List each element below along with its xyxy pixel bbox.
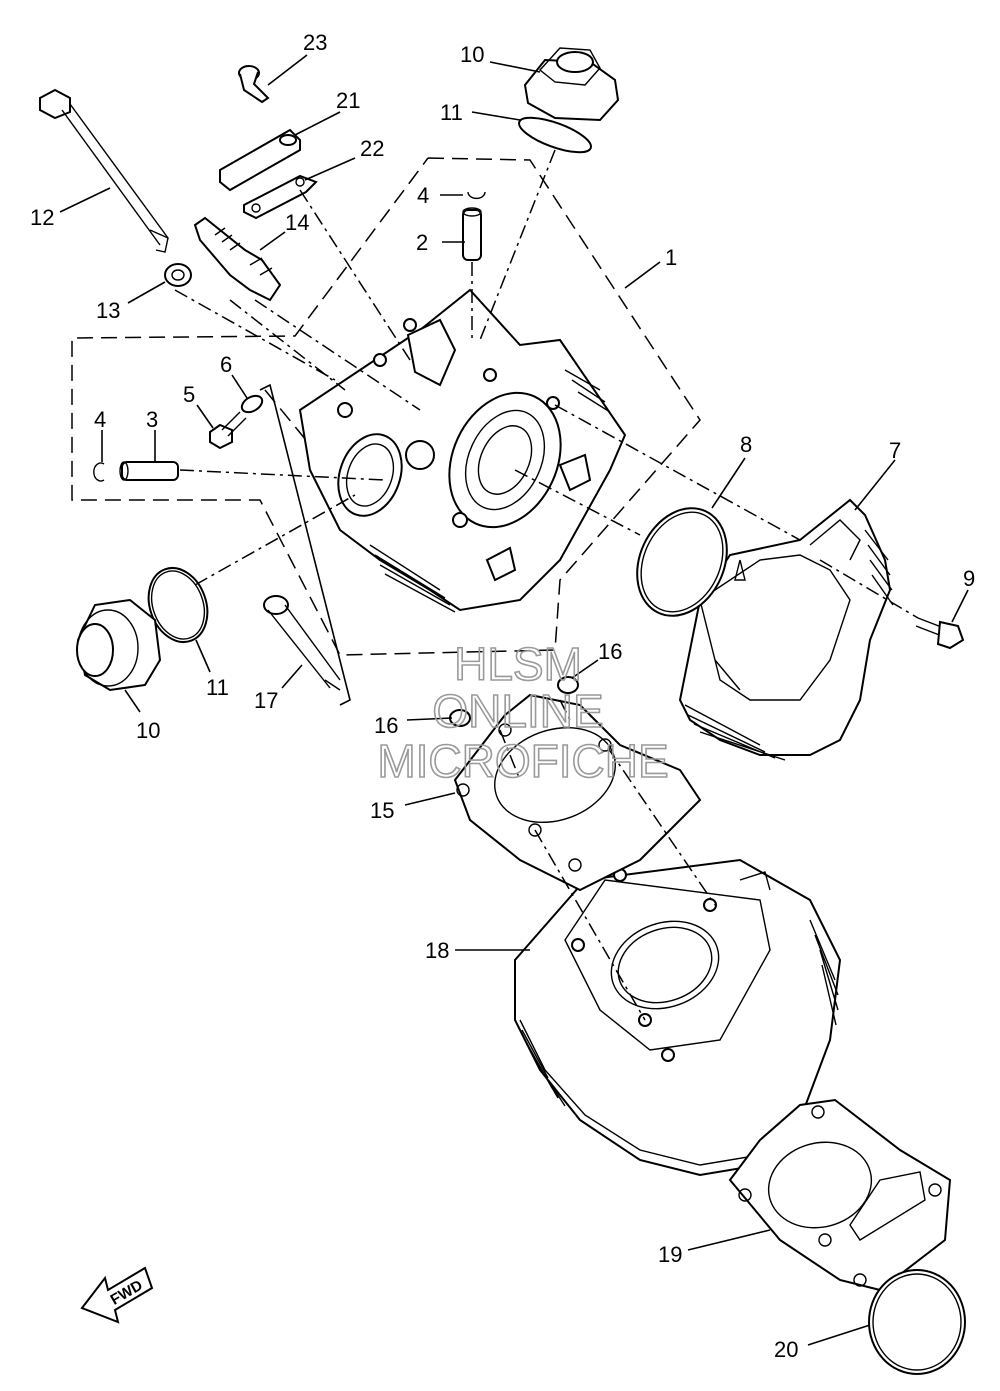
- dowel-pin-16-upper: [557, 676, 579, 694]
- bolt-9: [915, 617, 965, 650]
- cover-plate-21: [219, 128, 301, 192]
- callout-2: 2: [416, 230, 428, 255]
- clip-4-left: [93, 462, 105, 482]
- washer-13: [164, 263, 192, 287]
- cover-gasket-22: [243, 174, 318, 220]
- o-ring-11-left: [147, 567, 209, 643]
- callout-13: 13: [96, 298, 120, 323]
- washer-6: [240, 394, 264, 414]
- o-ring-8: [636, 507, 728, 617]
- callout-5: 5: [183, 382, 195, 407]
- callout-22: 22: [360, 136, 384, 161]
- callout-9: 9: [963, 566, 975, 591]
- callout-23: 23: [303, 30, 327, 55]
- callout-21: 21: [336, 88, 360, 113]
- valve-cap-top: [523, 47, 620, 122]
- cylinder-head: [298, 288, 627, 613]
- callout-6: 6: [220, 352, 232, 377]
- cylinder-rear: [678, 498, 894, 761]
- callout-15: 15: [370, 798, 394, 823]
- callout-20: 20: [774, 1337, 798, 1362]
- valve-guide-2: [462, 207, 482, 261]
- head-gasket: [453, 693, 702, 892]
- callout-18: 18: [425, 938, 449, 963]
- callout-11-top: 11: [440, 100, 463, 125]
- watermark-line-1: HLSM: [454, 638, 582, 690]
- callout-16-lower: 16: [374, 713, 398, 738]
- watermark: HLSM ONLINE MICROFICHE: [377, 637, 670, 788]
- spark-plug: [193, 216, 282, 302]
- stud-bolt-12: [39, 88, 169, 253]
- callout-10-top: 10: [460, 42, 484, 67]
- callout-19: 19: [658, 1242, 682, 1267]
- callout-14: 14: [285, 210, 309, 235]
- callout-16-upper: 16: [598, 639, 622, 664]
- o-ring-11-top: [518, 116, 592, 154]
- callout-7: 7: [889, 438, 901, 463]
- callout-12: 12: [30, 205, 54, 230]
- leader-lines: [59, 54, 969, 1346]
- callout-10-left: 10: [136, 718, 160, 743]
- bolt-5: [209, 411, 247, 450]
- callout-4-left: 4: [94, 407, 106, 432]
- callout-11-left: 11: [206, 675, 229, 700]
- callout-1: 1: [665, 245, 677, 270]
- clip-4-top: [467, 191, 486, 200]
- callout-4-top: 4: [417, 183, 429, 208]
- watermark-line-3: MICROFICHE: [377, 735, 668, 787]
- callout-8: 8: [740, 432, 752, 457]
- valve-guide-3: [119, 461, 179, 481]
- screw-23: [238, 65, 270, 104]
- callout-labels: 1 2 3 4 4 5 6 7 8 9 10 10 11 11 12 13 14…: [30, 30, 975, 1362]
- forward-arrow-icon: FWD: [80, 1266, 154, 1324]
- valve-cap-left: [76, 598, 162, 692]
- bolt-17: [263, 595, 341, 691]
- callout-3: 3: [146, 407, 158, 432]
- assembly-lines: [174, 149, 919, 1021]
- callout-17: 17: [254, 688, 278, 713]
- o-ring-20: [868, 1269, 966, 1375]
- base-gasket: [728, 1098, 952, 1292]
- watermark-line-2: ONLINE: [432, 685, 603, 737]
